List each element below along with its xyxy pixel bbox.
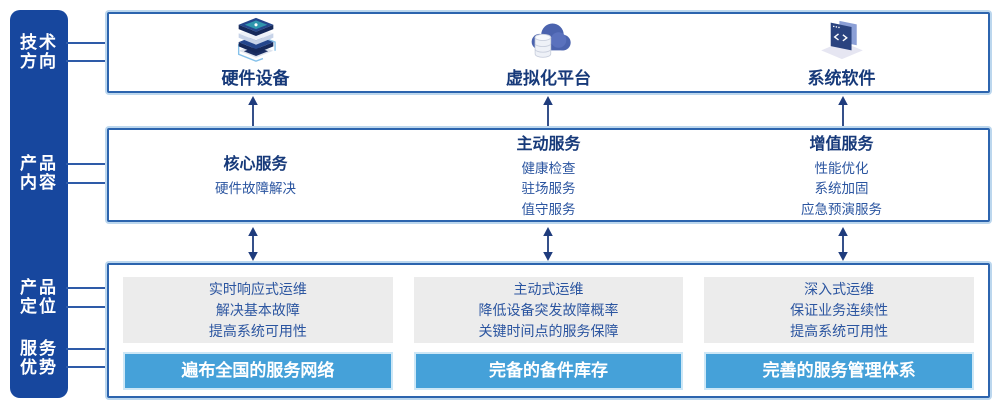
service-item: 硬件故障解决: [215, 181, 296, 197]
positioning-column-indepth: 深入式运维 保证业务连续性 提高系统可用性 完善的服务管理体系: [704, 277, 975, 396]
server-stack-icon: [230, 16, 282, 63]
category-label-line: 产品: [20, 154, 58, 173]
positioning-point: 保证业务连续性: [790, 301, 889, 318]
arrow-up-icon: [837, 96, 849, 126]
category-label-line: 优势: [20, 358, 58, 377]
service-column-value-added: 增值服务 性能优化 系统加固 应急预演服务: [695, 130, 988, 220]
connector-line: [66, 182, 107, 184]
positioning-column-proactive: 主动式运维 降低设备突发故障概率 关键时间点的服务保障 完备的备件库存: [413, 277, 684, 396]
connector-line: [66, 287, 107, 289]
cloud-database-icon: [523, 16, 575, 63]
category-service-advantage: 服务 优势: [10, 339, 68, 377]
positioning-point: 提高系统可用性: [790, 322, 889, 339]
tech-item-label: 系统软件: [807, 69, 876, 88]
tech-item-hardware: 硬件设备: [109, 14, 402, 91]
category-product-content: 产品 内容: [10, 154, 68, 192]
positioning-column-realtime: 实时响应式运维 解决基本故障 提高系统可用性 遍布全国的服务网络: [123, 277, 393, 396]
category-label-line: 内容: [20, 173, 58, 192]
category-label-line: 产品: [20, 278, 58, 297]
category-label-line: 定位: [20, 297, 58, 316]
connector-line: [66, 60, 107, 62]
service-item: 系统加固: [814, 181, 869, 197]
tech-item-system-software: 系统软件: [695, 14, 988, 91]
positioning-point: 关键时间点的服务保障: [478, 322, 619, 339]
connector-line: [66, 306, 107, 308]
service-column-proactive: 主动服务 健康检查 驻场服务 值守服务: [402, 130, 695, 220]
service-heading: 主动服务: [516, 135, 581, 153]
positioning-panel: 实时响应式运维 解决基本故障 提高系统可用性: [123, 277, 393, 343]
advantage-banner: 完善的服务管理体系: [704, 352, 975, 390]
service-item: 驻场服务: [521, 181, 576, 197]
category-tech-direction: 技术 方向: [10, 33, 68, 71]
service-column-core: 核心服务 硬件故障解决: [109, 130, 402, 220]
positioning-point: 解决基本故障: [215, 301, 300, 318]
service-item: 性能优化: [814, 160, 869, 176]
advantage-banner: 遍布全国的服务网络: [123, 352, 393, 390]
connector-line: [66, 163, 107, 165]
category-product-positioning: 产品 定位: [10, 278, 68, 316]
positioning-point: 提高系统可用性: [208, 322, 307, 339]
arrow-up-icon: [247, 96, 259, 126]
product-content-box: 核心服务 硬件故障解决 主动服务 健康检查 驻场服务 值守服务 增值服务 性能优…: [107, 128, 990, 222]
service-item: 值守服务: [521, 201, 576, 217]
connector-line: [66, 42, 107, 44]
left-category-bar: 技术 方向 产品 内容 产品 定位 服务 优势: [10, 10, 68, 398]
code-window-icon: [816, 16, 868, 63]
arrow-double-icon: [247, 227, 259, 261]
positioning-point: 降低设备突发故障概率: [478, 301, 619, 318]
tech-item-virtualization: 虚拟化平台: [402, 14, 695, 91]
service-heading: 增值服务: [809, 135, 874, 153]
arrow-double-icon: [837, 227, 849, 261]
positioning-point: 主动式运维: [513, 280, 584, 297]
tech-item-label: 虚拟化平台: [506, 69, 591, 88]
arrow-double-icon: [542, 227, 554, 261]
category-label-line: 方向: [20, 52, 58, 71]
connector-line: [66, 348, 107, 350]
arrow-up-icon: [542, 96, 554, 126]
positioning-point: 深入式运维: [804, 280, 875, 297]
service-heading: 核心服务: [223, 156, 288, 174]
connector-line: [66, 366, 107, 368]
category-label-line: 技术: [20, 33, 58, 52]
positioning-advantage-box: 实时响应式运维 解决基本故障 提高系统可用性 遍布全国的服务网络 主动式运维 降…: [107, 263, 990, 398]
positioning-point: 实时响应式运维: [208, 280, 307, 297]
positioning-panel: 深入式运维 保证业务连续性 提高系统可用性: [704, 277, 975, 343]
positioning-panel: 主动式运维 降低设备突发故障概率 关键时间点的服务保障: [413, 277, 684, 343]
service-item: 健康检查: [521, 160, 576, 176]
category-label-line: 服务: [20, 339, 58, 358]
tech-direction-box: 硬件设备 虚拟化平台: [107, 12, 990, 93]
service-item: 应急预演服务: [801, 201, 882, 217]
tech-item-label: 硬件设备: [221, 69, 290, 88]
advantage-banner: 完备的备件库存: [413, 352, 684, 390]
